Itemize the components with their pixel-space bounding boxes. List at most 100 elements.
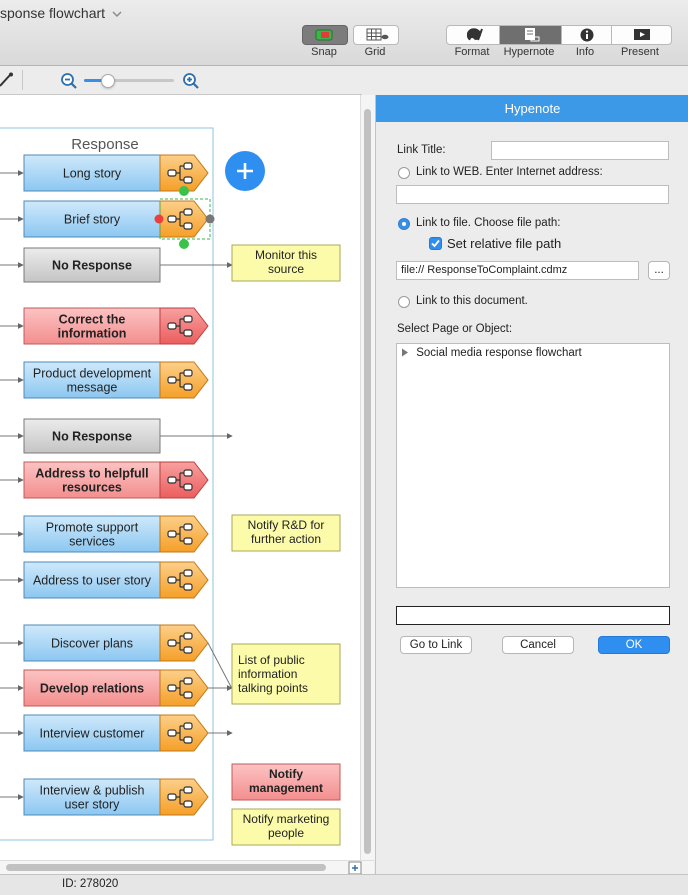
selection-handle-right[interactable] — [205, 214, 215, 224]
select-object-label: Select Page or Object: — [397, 323, 513, 335]
eyedropper-icon[interactable] — [0, 72, 14, 88]
response-container[interactable] — [0, 127, 214, 841]
grid-label: Grid — [364, 46, 386, 58]
cancel-button[interactable]: Cancel — [502, 636, 574, 654]
hypernote-tag[interactable] — [159, 624, 209, 662]
mindmap-icon — [167, 208, 193, 230]
hypernote-tag[interactable] — [159, 778, 209, 816]
link-file-radio[interactable] — [398, 218, 410, 230]
flow-node-box[interactable] — [23, 418, 161, 454]
flow-node[interactable]: Brief story — [23, 200, 209, 238]
vertical-scroll-thumb[interactable] — [364, 109, 371, 854]
flow-node[interactable]: Address to user story — [23, 561, 209, 599]
hypernote-label: Hypernote — [503, 46, 555, 58]
flow-node[interactable]: Develop relations — [23, 669, 209, 707]
vertical-scrollbar[interactable] — [360, 95, 375, 860]
hypenote-panel: Hypenote Link Title: Link to WEB. Enter … — [375, 95, 688, 874]
browse-button[interactable]: ... — [648, 261, 670, 280]
flow-node[interactable]: Long story — [23, 154, 209, 192]
grid-button[interactable] — [353, 25, 399, 45]
selection-handle-top[interactable] — [179, 186, 189, 196]
hypernote-button[interactable] — [499, 26, 562, 44]
flow-node[interactable]: Discover plans — [23, 624, 209, 662]
object-tree[interactable]: Social media response flowchart — [396, 343, 670, 588]
flow-node-box[interactable] — [23, 247, 161, 283]
info-icon — [580, 28, 594, 42]
flow-node[interactable]: No Response — [23, 247, 161, 283]
object-search-field[interactable] — [396, 606, 670, 625]
hypernote-tag[interactable] — [159, 561, 209, 599]
zoom-out-icon[interactable] — [60, 72, 78, 90]
fit-page-icon[interactable] — [348, 861, 362, 875]
link-document-radio[interactable] — [398, 296, 410, 308]
mindmap-icon — [167, 469, 193, 491]
hypernote-tag[interactable] — [159, 515, 209, 553]
format-button[interactable] — [447, 26, 499, 44]
go-to-link-button[interactable]: Go to Link — [400, 636, 472, 654]
view-segmented-control — [446, 25, 672, 45]
grid-icon — [366, 28, 389, 41]
hypernote-tag[interactable] — [159, 714, 209, 752]
file-path-input[interactable]: file:// ResponseToComplaint.cdmz — [396, 261, 639, 280]
horizontal-scroll-thumb[interactable] — [6, 864, 326, 871]
disclosure-triangle-icon[interactable] — [401, 348, 409, 357]
mindmap-icon — [167, 315, 193, 337]
zoom-slider-track — [84, 79, 174, 82]
flow-node-box[interactable] — [23, 714, 161, 752]
present-icon — [634, 29, 650, 40]
chevron-down-icon[interactable] — [112, 10, 122, 18]
horizontal-scrollbar[interactable] — [0, 860, 374, 875]
mindmap-icon — [167, 632, 193, 654]
zoom-in-icon[interactable] — [182, 72, 200, 90]
flow-node-box[interactable] — [23, 624, 161, 662]
zoom-slider-knob[interactable] — [100, 74, 115, 88]
ok-button[interactable]: OK — [598, 636, 670, 654]
hypernote-tag[interactable] — [159, 307, 209, 345]
flow-node-box[interactable] — [23, 307, 161, 345]
flow-node[interactable]: No Response — [23, 418, 161, 454]
flow-node-box[interactable] — [23, 200, 161, 238]
zoom-slider-fill — [84, 79, 107, 82]
flow-node[interactable]: Interview customer — [23, 714, 209, 752]
flow-node-box[interactable] — [23, 778, 161, 816]
link-file-label: Link to file. Choose file path: — [416, 217, 561, 229]
flow-node-box[interactable] — [23, 515, 161, 553]
hypernote-tag[interactable] — [159, 361, 209, 399]
web-address-input[interactable] — [396, 185, 669, 204]
flow-node-box[interactable] — [23, 361, 161, 399]
format-label: Format — [454, 46, 490, 58]
hypernote-tag[interactable] — [159, 461, 209, 499]
relative-path-checkbox[interactable] — [429, 237, 442, 250]
hypernote-tag[interactable] — [159, 669, 209, 707]
hypernote-tag[interactable] — [159, 200, 209, 238]
link-web-radio[interactable] — [398, 167, 410, 179]
hypernote-tag[interactable] — [159, 154, 209, 192]
info-button[interactable] — [561, 26, 612, 44]
selection-handle-bottom[interactable] — [179, 239, 189, 249]
add-shape-button[interactable] — [225, 151, 265, 191]
selection-handle-left[interactable] — [154, 214, 164, 224]
flow-node-box[interactable] — [23, 669, 161, 707]
zoom-slider[interactable] — [84, 74, 174, 88]
snap-button[interactable] — [302, 25, 348, 45]
link-title-input[interactable] — [491, 141, 669, 160]
present-button[interactable] — [611, 26, 671, 44]
mindmap-icon — [167, 369, 193, 391]
tree-item[interactable]: Social media response flowchart — [401, 347, 582, 359]
flow-node-box[interactable] — [23, 461, 161, 499]
snap-icon — [315, 29, 333, 41]
